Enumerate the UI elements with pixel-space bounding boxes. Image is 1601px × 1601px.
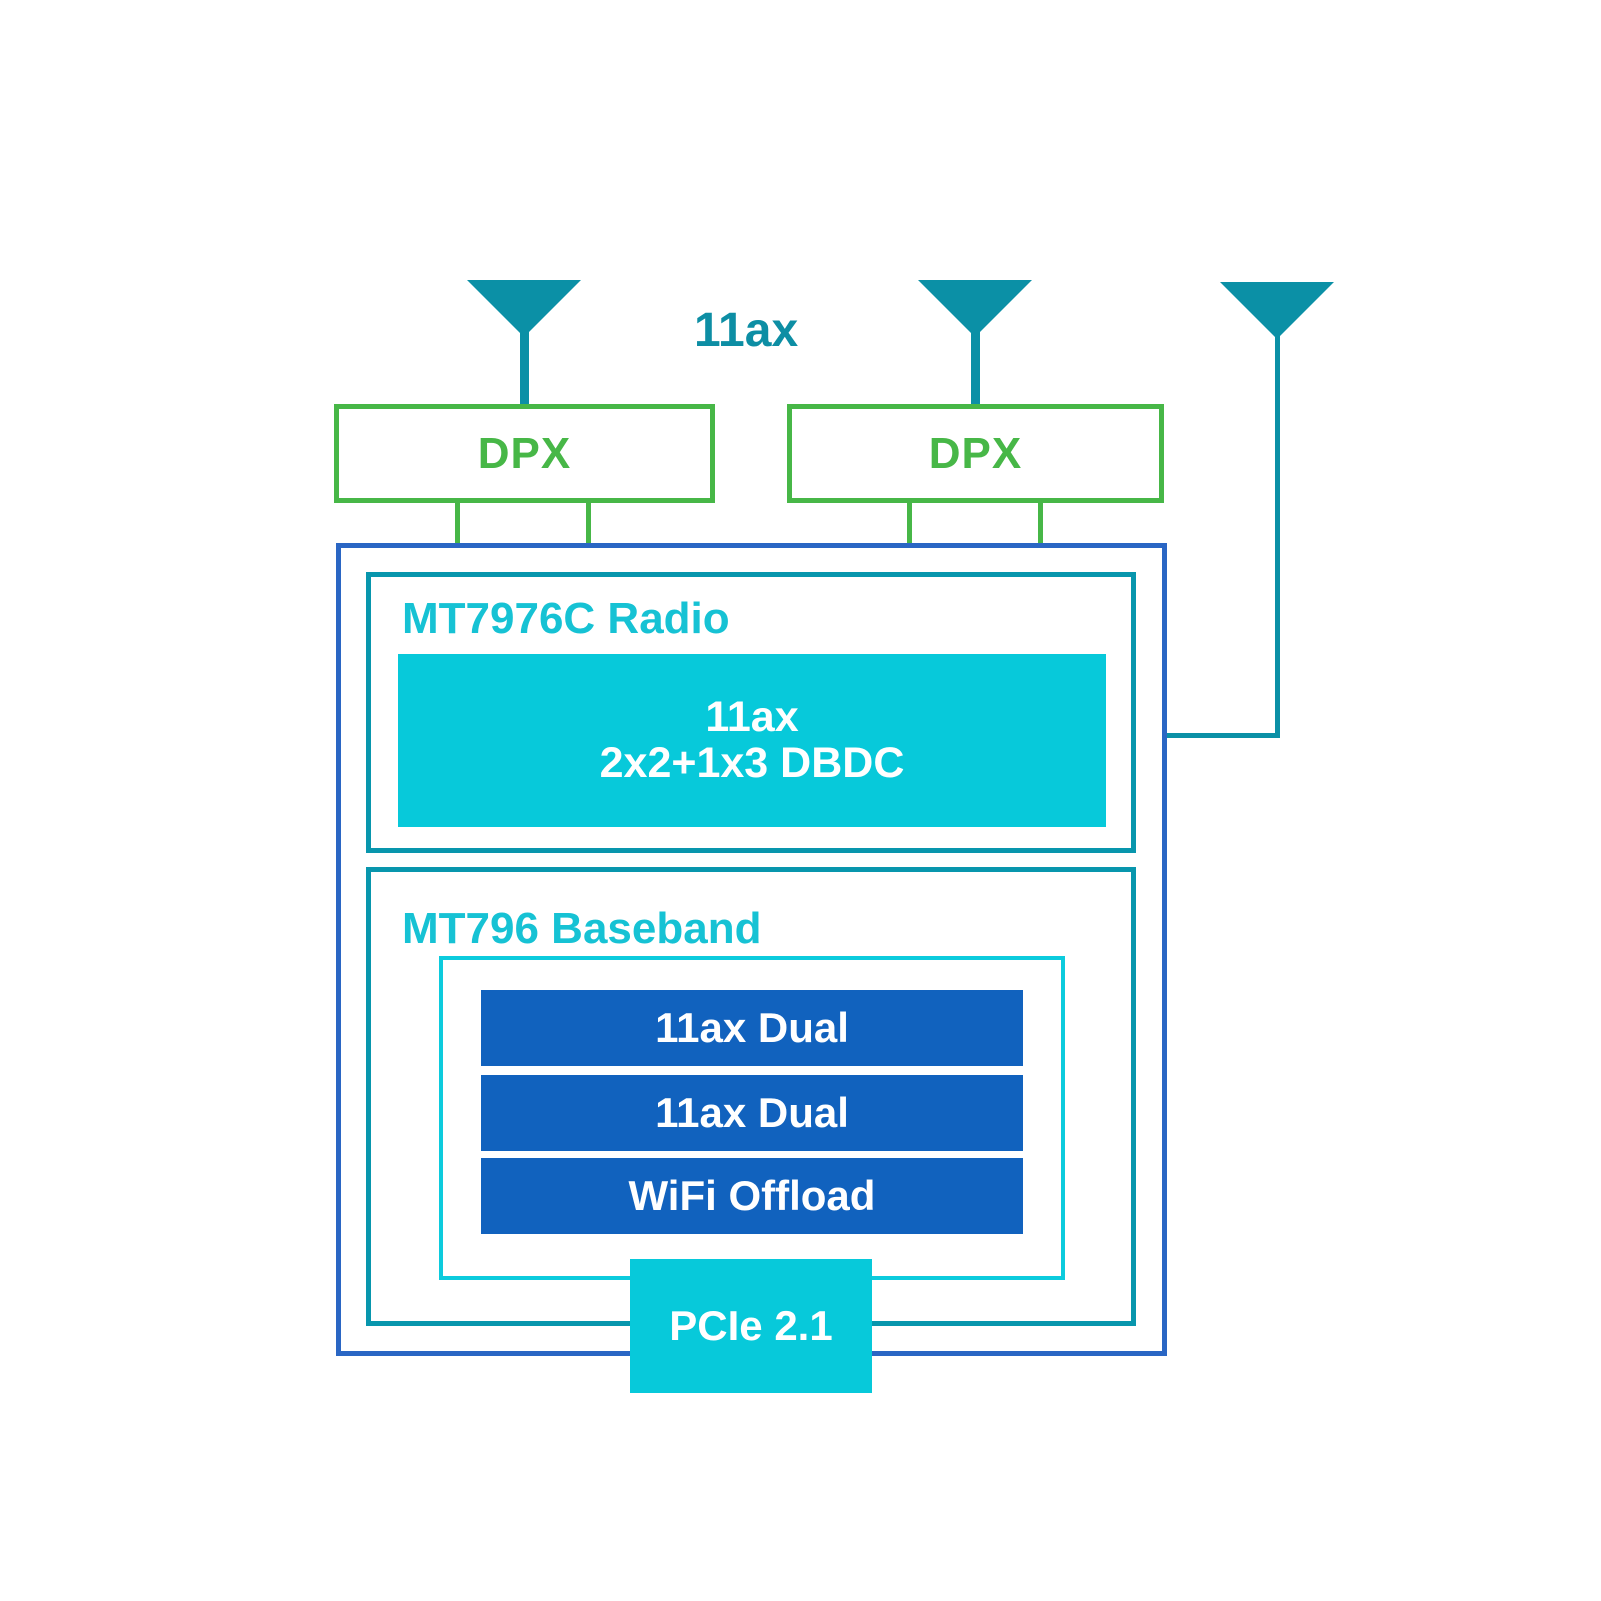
antenna-2-icon <box>918 280 1032 337</box>
dpx-1-label: DPX <box>477 428 572 478</box>
dpx-2-connector-right <box>1038 501 1043 545</box>
pcie-label: PCIe 2.1 <box>669 1302 833 1349</box>
antenna-2-stem <box>971 330 980 406</box>
baseband-module-1: 11ax Dual <box>481 990 1023 1066</box>
dpx-2-label: DPX <box>928 428 1023 478</box>
baseband-module-3-label: WiFi Offload <box>628 1172 876 1219</box>
radio-title: MT7976C Radio <box>402 594 730 643</box>
antenna-3-stem <box>1275 332 1280 738</box>
baseband-title: MT796 Baseband <box>402 904 762 953</box>
radio-core-line1: 11ax <box>705 693 799 742</box>
pcie-box: PCIe 2.1 <box>630 1259 872 1393</box>
antenna-3-icon <box>1220 282 1334 339</box>
dpx-2-connector-left <box>907 501 912 545</box>
baseband-module-1-label: 11ax Dual <box>655 1004 849 1051</box>
antenna-1-stem <box>520 330 529 406</box>
dpx-box-1: DPX <box>334 404 715 503</box>
baseband-module-2: 11ax Dual <box>481 1075 1023 1151</box>
dpx-1-connector-right <box>586 501 591 545</box>
dpx-1-connector-left <box>455 501 460 545</box>
baseband-module-2-label: 11ax Dual <box>655 1089 849 1136</box>
radio-core-box: 11ax 2x2+1x3 DBDC <box>398 654 1106 827</box>
diagram-title: 11ax <box>694 304 799 357</box>
radio-core-line2: 2x2+1x3 DBDC <box>599 738 905 787</box>
dpx-box-2: DPX <box>787 404 1164 503</box>
baseband-module-3: WiFi Offload <box>481 1158 1023 1234</box>
antenna-3-feedline <box>1166 733 1280 738</box>
antenna-1-icon <box>467 280 581 337</box>
